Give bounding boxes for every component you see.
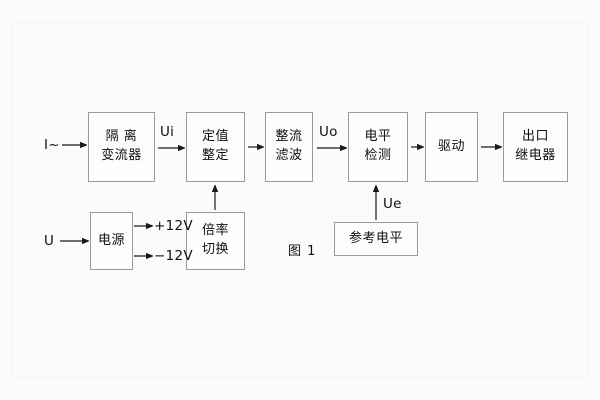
block-level-detect-line2: 检测 — [364, 148, 392, 163]
diagram-frame — [12, 22, 588, 378]
block-level-detect[interactable]: 电平 检测 — [348, 112, 408, 182]
block-isolation-ct-line1: 隔 离 — [105, 129, 138, 145]
block-reference-level-line1: 参考电平 — [348, 230, 403, 246]
block-rectifier-filter[interactable]: 整流 滤波 — [265, 112, 313, 182]
block-rectifier-filter-line2: 滤波 — [275, 148, 303, 163]
label-voltage-input: U — [44, 233, 55, 249]
block-rectifier-filter-line1: 整流 — [275, 129, 303, 145]
block-output-relay-line2: 继电器 — [515, 148, 556, 163]
block-driver-line1: 驱动 — [437, 138, 465, 154]
block-output-relay[interactable]: 出口 继电器 — [503, 112, 568, 182]
block-ratio-switch[interactable]: 倍率 切换 — [186, 212, 245, 270]
label-rail-negative: −12V — [154, 248, 193, 264]
label-rail-positive: +12V — [154, 218, 193, 234]
label-ue: Ue — [383, 196, 402, 212]
block-level-detect-line1: 电平 — [364, 129, 392, 145]
label-uo: Uo — [319, 124, 338, 140]
block-ratio-switch-line1: 倍率 — [201, 223, 229, 239]
block-ratio-switch-line2: 切换 — [201, 242, 229, 257]
block-isolation-ct-line2: 变流器 — [101, 148, 142, 163]
block-setting-line2: 整定 — [201, 148, 229, 163]
block-driver[interactable]: 驱动 — [425, 112, 478, 182]
block-isolation-ct[interactable]: 隔 离 变流器 — [88, 112, 155, 182]
block-setting-line1: 定值 — [201, 129, 229, 145]
block-setting[interactable]: 定值 整定 — [186, 112, 245, 182]
figure-caption: 图 1 — [288, 244, 317, 259]
block-reference-level[interactable]: 参考电平 — [334, 222, 418, 256]
block-power-supply[interactable]: 电源 — [90, 212, 133, 270]
label-ui: Ui — [160, 124, 175, 140]
block-power-supply-line1: 电源 — [97, 232, 125, 248]
label-current-input: I~ — [44, 137, 60, 153]
block-output-relay-line1: 出口 — [521, 129, 549, 145]
